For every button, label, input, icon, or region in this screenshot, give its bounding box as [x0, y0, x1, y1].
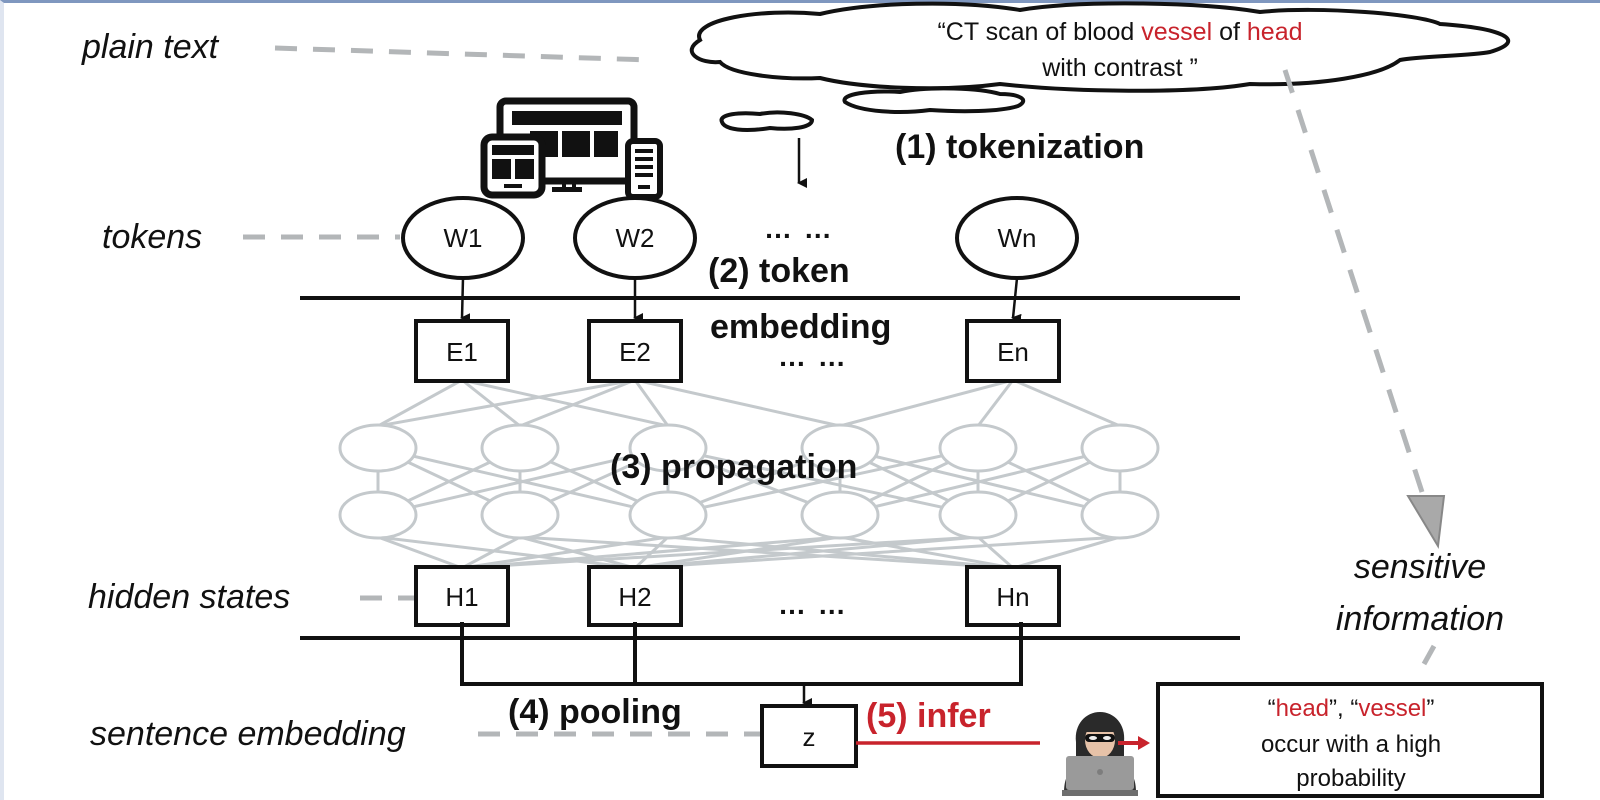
network-neuron	[802, 492, 878, 538]
network-neuron	[1082, 492, 1158, 538]
step-tokenization: (1) tokenization	[895, 128, 1144, 166]
label-plain-text: plain text	[81, 28, 220, 66]
label-hidden-states: hidden states	[88, 578, 290, 616]
hidden-state-label: H1	[445, 582, 478, 612]
sensitive-arrow-head	[1408, 496, 1444, 546]
network-neuron	[940, 492, 1016, 538]
embedding-label: En	[997, 337, 1029, 367]
network-neuron	[340, 492, 416, 538]
input-sentence-line2: with contrast ”	[1041, 54, 1198, 82]
sensitive-tail	[1424, 646, 1434, 664]
token-label: W1	[444, 223, 483, 253]
hidden-state-label: Hn	[996, 582, 1029, 612]
step-propagation: (3) propagation	[610, 448, 857, 486]
result-box-line2: occur with a high	[1261, 731, 1441, 758]
attacker-icon	[1062, 712, 1138, 796]
network-edge	[840, 380, 1013, 426]
hidden-state-label: H2	[618, 582, 651, 612]
network-neuron	[1082, 425, 1158, 471]
hidden-ellipsis: … …	[778, 589, 848, 620]
label-sensitive-line2: information	[1336, 600, 1504, 638]
embedding-label: E1	[446, 337, 478, 367]
step-infer: (5) infer	[866, 697, 991, 735]
network-edge	[635, 380, 840, 426]
leader-plain-text	[275, 48, 650, 60]
input-sentence-line1: “CT scan of blood vessel of head	[937, 18, 1302, 46]
step-pooling: (4) pooling	[508, 693, 682, 731]
network-edge	[378, 380, 635, 426]
network-neuron	[482, 492, 558, 538]
step-token-embedding-line1: (2) token	[708, 252, 850, 290]
embedding-label: E2	[619, 337, 651, 367]
sentence-vector-label: z	[803, 722, 816, 752]
embeddings-ellipsis: … …	[778, 341, 848, 372]
network-edge	[520, 380, 635, 426]
label-sentence-embedding: sentence embedding	[90, 715, 406, 753]
result-box-words: “head”, “vessel”	[1268, 695, 1435, 722]
network-neuron	[482, 425, 558, 471]
token-label: W2	[616, 223, 655, 253]
network-edge	[1013, 380, 1120, 426]
devices-icon	[484, 101, 660, 197]
network-neuron	[940, 425, 1016, 471]
tokens-ellipsis: … …	[764, 213, 834, 244]
result-box-line3: probability	[1296, 765, 1405, 792]
label-tokens: tokens	[102, 218, 202, 256]
network-neuron	[340, 425, 416, 471]
result-arrow-head	[1138, 736, 1150, 750]
hidden-state-row: H1 H2 Hn	[416, 567, 1059, 625]
sensitive-dashed-line	[1285, 70, 1422, 492]
pooling-bracket	[462, 622, 1021, 684]
token-label: Wn	[998, 223, 1037, 253]
network-neuron	[630, 492, 706, 538]
label-sensitive-line1: sensitive	[1354, 548, 1486, 586]
